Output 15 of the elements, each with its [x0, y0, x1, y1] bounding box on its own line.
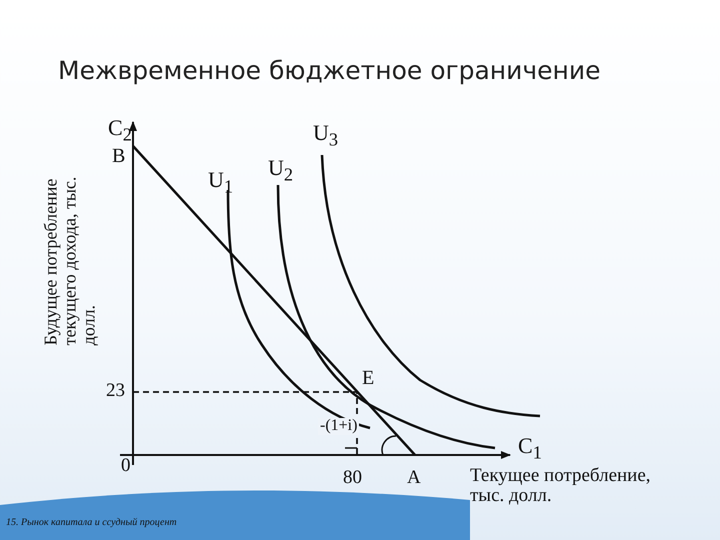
curve-label: U$_{2}$ — [268, 156, 294, 185]
slide-title: Межвременное бюджетное ограничение — [58, 56, 601, 85]
slope-label: -(1+i) — [318, 418, 360, 435]
point-label: E — [362, 368, 374, 389]
axis-label: C$_{2}$ — [108, 116, 132, 145]
axis-title: Будущее потребление текущего дохода, тыс. долл. — [42, 176, 98, 346]
tick-label: 0 — [121, 456, 130, 476]
point-label: B — [112, 146, 126, 167]
footer-note: 15. Рынок капитала и ссудный процент — [6, 518, 177, 528]
curve-label: U$_{3}$ — [313, 121, 338, 150]
axis-label: C$_{1}$ — [518, 434, 542, 463]
point-label: A — [407, 468, 421, 488]
axis-title: Текущее потребление, тыс. долл. — [470, 466, 652, 506]
tick-label: 23 — [106, 381, 125, 401]
tick-label: 80 — [343, 468, 362, 488]
